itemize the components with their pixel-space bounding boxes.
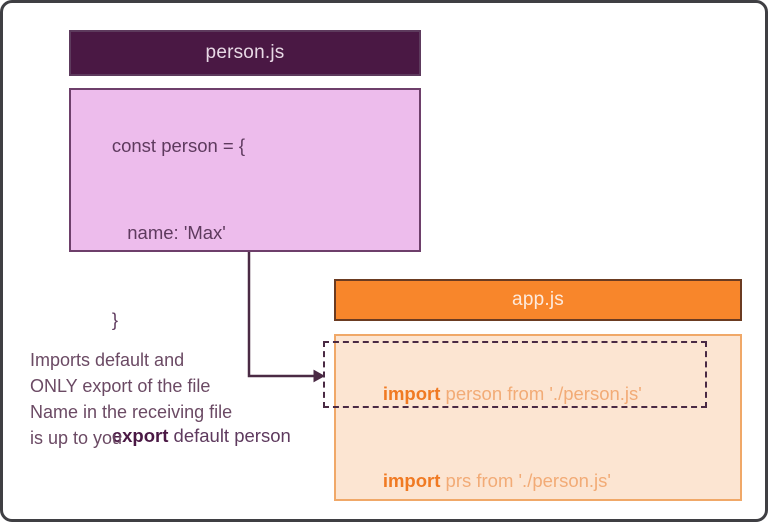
code-keyword: import xyxy=(382,470,441,491)
app-js-file-label: app.js xyxy=(512,289,564,310)
code-text: default person xyxy=(168,425,291,446)
person-js-file-header: person.js xyxy=(69,30,421,76)
caption-line-4: is up to you xyxy=(30,428,123,448)
code-text: name: 'Max' xyxy=(111,222,226,243)
code-text: prs from './person.js' xyxy=(440,470,611,491)
code-text: const person = { xyxy=(111,135,246,156)
caption-line-3: Name in the receiving file xyxy=(30,402,233,422)
code-text: } xyxy=(111,309,119,330)
app-js-code-block: import person from './person.js' import … xyxy=(334,334,742,501)
person-js-file-label: person.js xyxy=(205,42,285,63)
person-js-code-block: const person = { name: 'Max' } export de… xyxy=(69,88,421,446)
code-line: } xyxy=(81,276,419,363)
code-keyword: export xyxy=(111,425,169,446)
code-keyword: import xyxy=(382,383,441,404)
code-line: import prs from './person.js' xyxy=(352,437,740,519)
code-line: const person = { xyxy=(81,102,419,189)
caption-line-1: Imports default and xyxy=(30,350,185,370)
caption-line-2: ONLY export of the file xyxy=(30,376,211,396)
caption-block: Imports default and ONLY export of the f… xyxy=(30,347,295,451)
arrow-head-icon xyxy=(313,369,326,383)
code-line: import person from './person.js' xyxy=(352,350,740,437)
code-text: person from './person.js' xyxy=(440,383,642,404)
code-line: export default person xyxy=(81,392,419,479)
app-js-file-header: app.js xyxy=(334,279,742,321)
code-line: name: 'Max' xyxy=(81,189,419,276)
